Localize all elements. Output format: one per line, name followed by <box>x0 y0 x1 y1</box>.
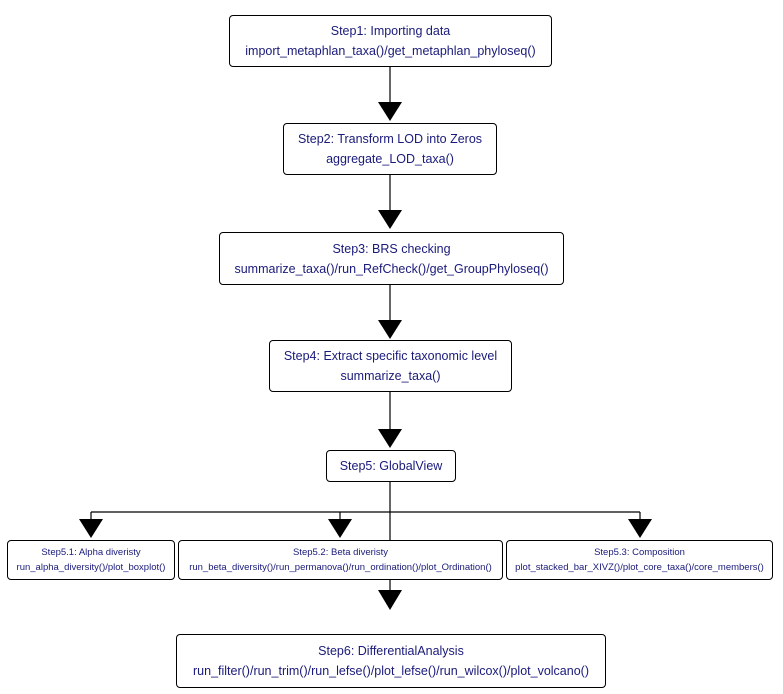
arrowhead-step2 <box>378 102 402 121</box>
step5-1-box: Step5.1: Alpha diveristy run_alpha_diver… <box>7 540 175 580</box>
step5-3-functions: plot_stacked_bar_XIVZ()/plot_core_taxa()… <box>515 562 764 573</box>
step2-functions: aggregate_LOD_taxa() <box>326 152 454 166</box>
step4-title: Step4: Extract specific taxonomic level <box>283 349 498 363</box>
step3-title: Step3: BRS checking <box>332 241 451 256</box>
step5-2-title: Step5.2: Beta diveristy <box>292 547 389 558</box>
step6-functions: run_filter()/run_trim()/run_lefse()/plot… <box>193 664 589 678</box>
step5-title: Step5: GlobalView <box>339 459 443 473</box>
arrowhead-step5-3 <box>628 519 652 538</box>
step5-1-functions: run_alpha_diversity()/plot_boxplot() <box>16 562 166 573</box>
step6-title: Step6: DifferentialAnalysis <box>318 644 464 658</box>
step2-box: Step2: Transform LOD into Zeros aggregat… <box>283 123 497 175</box>
arrowhead-step5-1 <box>79 519 103 538</box>
step1-title: Step1: Importing data <box>330 24 451 38</box>
step6-box: Step6: DifferentialAnalysis run_filter()… <box>176 634 606 688</box>
arrowhead-step4 <box>378 320 402 339</box>
arrowhead-step5-2 <box>328 519 352 538</box>
step4-box: Step4: Extract specific taxonomic level … <box>269 340 512 392</box>
arrowhead-step6 <box>378 590 402 610</box>
step5-3-box: Step5.3: Composition plot_stacked_bar_XI… <box>506 540 773 580</box>
step5-1-title: Step5.1: Alpha diveristy <box>41 547 141 558</box>
step5-box: Step5: GlobalView <box>326 450 456 482</box>
step5-2-box: Step5.2: Beta diveristy run_beta_diversi… <box>178 540 503 580</box>
step3-box: Step3: BRS checking summarize_taxa()/run… <box>219 232 564 285</box>
step5-3-title: Step5.3: Composition <box>594 547 685 558</box>
step2-title: Step2: Transform LOD into Zeros <box>297 132 483 146</box>
arrowhead-step5 <box>378 429 402 448</box>
step1-box: Step1: Importing data import_metaphlan_t… <box>229 15 552 67</box>
step5-2-functions: run_beta_diversity()/run_permanova()/run… <box>189 562 492 573</box>
step3-functions: summarize_taxa()/run_RefCheck()/get_Grou… <box>234 261 549 276</box>
step1-functions: import_metaphlan_taxa()/get_metaphlan_ph… <box>245 44 536 58</box>
step4-functions: summarize_taxa() <box>340 369 441 383</box>
arrowhead-step3 <box>378 210 402 229</box>
